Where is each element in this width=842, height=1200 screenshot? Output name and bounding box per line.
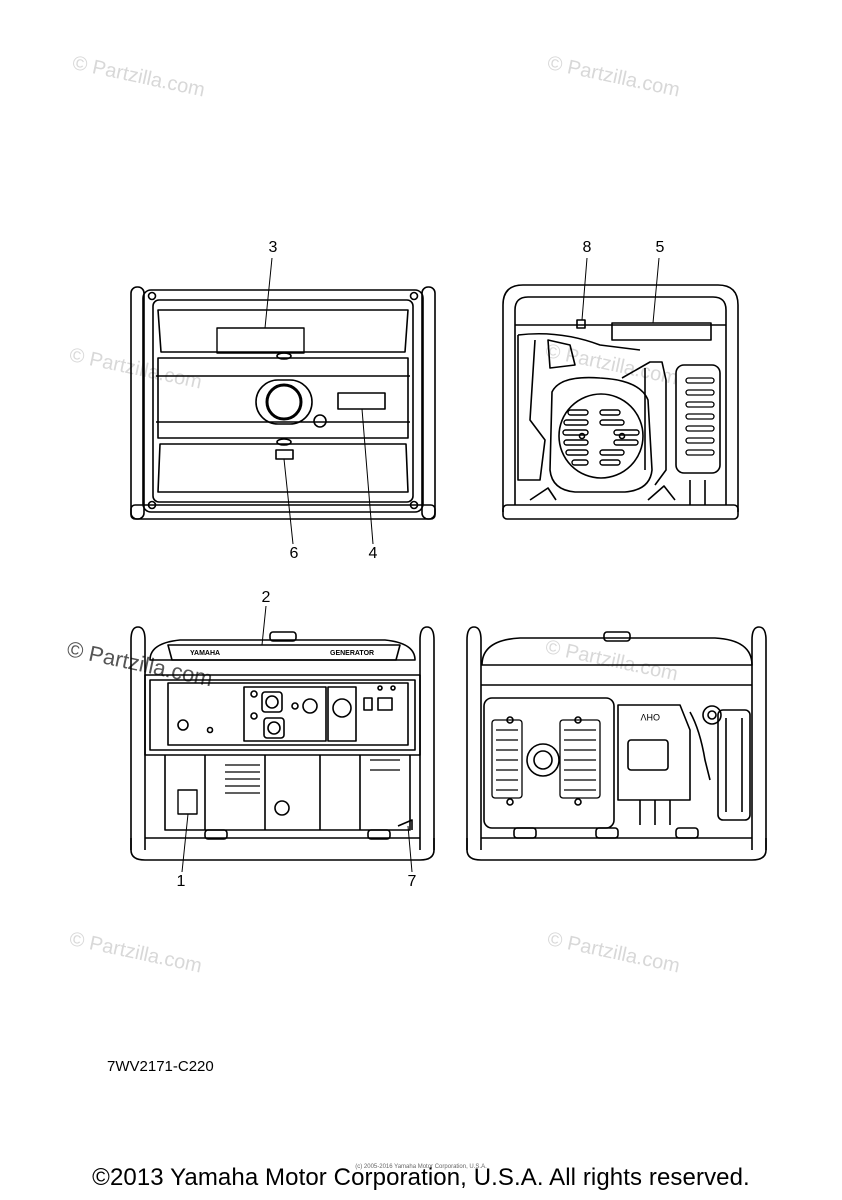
callout-8: 8 — [582, 239, 592, 256]
side-view — [502, 257, 739, 520]
callout-4: 4 — [368, 545, 378, 562]
callout-6: 6 — [289, 545, 299, 562]
callout-7: 7 — [407, 873, 417, 890]
control-panel-view — [130, 605, 435, 873]
copyright-notice: ©2013 Yamaha Motor Corporation, U.S.A. A… — [92, 1164, 750, 1191]
callout-1: 1 — [176, 873, 186, 890]
callout-3: 3 — [268, 239, 278, 256]
panel-brand-text: YAMAHA — [190, 650, 220, 657]
front-view — [130, 257, 436, 545]
small-copyright: (c) 2005-2016 Yamaha Motor Corporation, … — [355, 1164, 487, 1170]
svg-text:OHV: OHV — [640, 712, 660, 722]
panel-model-text: GENERATOR — [330, 650, 374, 657]
part-code: 7WV2171-C220 — [107, 1058, 214, 1075]
callout-5: 5 — [655, 239, 665, 256]
callout-2: 2 — [261, 589, 271, 606]
engine-side-view: OHV — [466, 626, 767, 861]
